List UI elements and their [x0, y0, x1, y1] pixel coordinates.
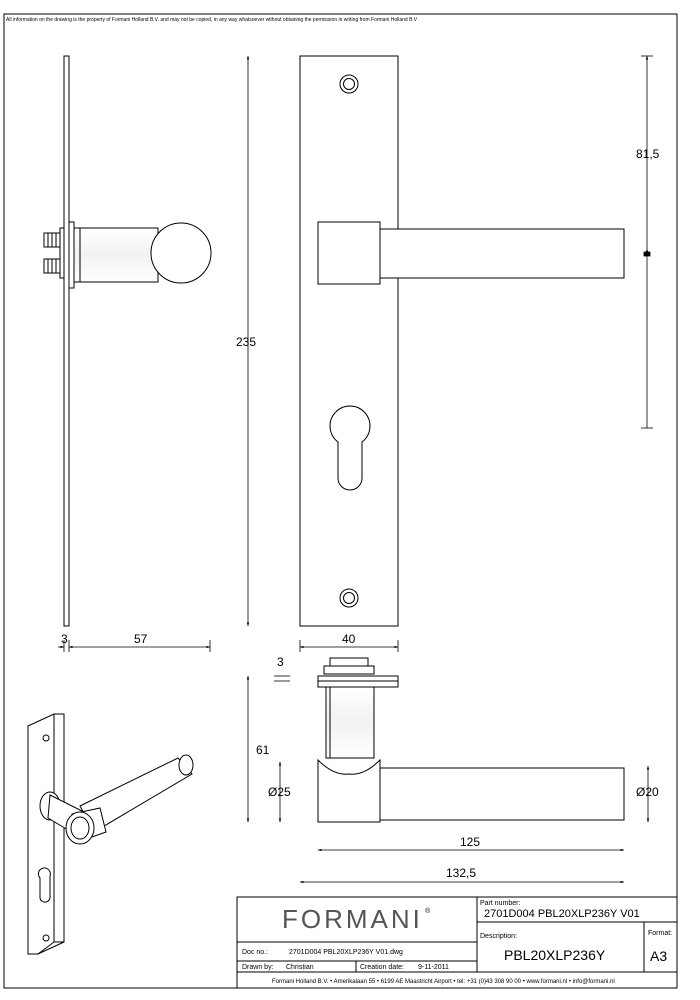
side-view-dimensions [58, 55, 250, 652]
top-view-lever [379, 767, 625, 821]
dim-plate-thickness: 3 [61, 632, 68, 646]
brand-trademark: ® [425, 907, 431, 915]
dim-rose-diameter: Ø25 [268, 785, 291, 799]
dim-base-thickness: 3 [277, 655, 284, 669]
title-block [236, 896, 678, 989]
dim-lever-diameter: Ø20 [636, 785, 659, 799]
top-view [317, 657, 625, 823]
creation-date-value: 9-11-2011 [418, 964, 449, 971]
dim-plate-width: 40 [342, 632, 356, 646]
side-view-lever-end [150, 222, 212, 284]
iso-rose-face [65, 811, 95, 845]
doc-no-value: 2701D004 PBL20XLP236Y V01.dwg [289, 949, 403, 956]
brand-logo: FORMANI [282, 904, 423, 934]
dim-plate-height: 235 [236, 335, 256, 349]
part-number-label: Part number: [480, 900, 521, 907]
top-view-spindle-cap [329, 657, 369, 667]
description-value: PBL20XLP236Y [504, 947, 606, 963]
front-view-dimensions [299, 55, 653, 652]
top-view-neck [325, 686, 375, 759]
copyright-notice: All information on the drawing is the pr… [6, 17, 418, 23]
top-view-rose [317, 758, 381, 823]
dim-overall-length: 132,5 [446, 866, 476, 880]
dim-handle-height: 61 [256, 743, 270, 757]
description-label: Description: [480, 933, 517, 940]
side-view-plate [63, 55, 70, 627]
side-view-neck [73, 227, 159, 283]
format-label: Format: [648, 930, 672, 937]
dim-handle-projection: 57 [134, 632, 148, 646]
front-view-rose [317, 221, 381, 285]
creation-date-label: Creation date: [360, 964, 404, 971]
dim-lever-length: 125 [460, 835, 480, 849]
iso-keyhole [37, 867, 51, 903]
keyhole [329, 405, 371, 491]
side-view [43, 55, 212, 627]
drawn-by-label: Drawn by: [242, 964, 274, 971]
company-address-line: Formani Holland B.V. • Amerikalaan 55 • … [272, 979, 615, 985]
doc-no-label: Doc no.: [242, 949, 268, 956]
format-value: A3 [650, 948, 667, 964]
drawn-by-value: Christian [286, 964, 314, 971]
dim-handle-center-offset: 81,5 [636, 147, 660, 161]
iso-plate [27, 713, 65, 955]
part-number-value: 2701D004 PBL20XLP236Y V01 [484, 908, 640, 920]
front-view-plate [299, 55, 399, 627]
front-view [299, 55, 625, 627]
top-view-dimensions [246, 675, 650, 884]
front-view-lever [379, 228, 625, 279]
isometric-view [27, 713, 194, 955]
